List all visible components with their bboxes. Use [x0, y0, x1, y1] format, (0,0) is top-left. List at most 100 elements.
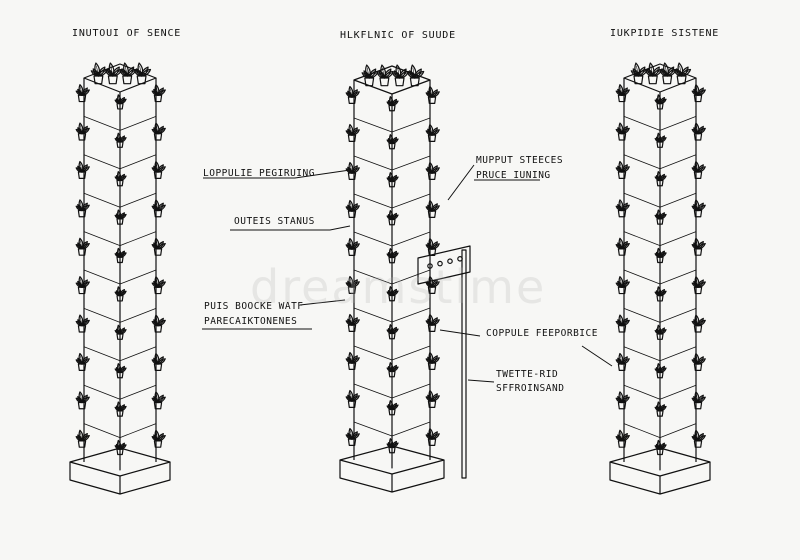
leaf [351, 357, 360, 364]
leaf-vein [655, 139, 661, 143]
leaf [81, 319, 90, 327]
leaf [654, 445, 661, 450]
leaf-vein [638, 70, 646, 77]
tower-left [69, 62, 171, 495]
leaf-vein [351, 206, 359, 212]
leaf [425, 206, 433, 212]
leaf-vein [77, 206, 83, 211]
leaf-vein [617, 245, 623, 250]
callout-muppet-line1: MUPPUT STEECES [476, 155, 564, 166]
leaf-vein [391, 405, 398, 410]
leaf-vein [77, 283, 83, 288]
leaf-vein [153, 322, 159, 326]
segment-line [353, 383, 431, 399]
leaf-vein [119, 176, 126, 181]
leaf [697, 89, 706, 96]
leaf [691, 282, 699, 288]
leaf [75, 167, 83, 173]
leaf-vein [427, 359, 433, 364]
leaf-vein [621, 282, 629, 288]
pot [633, 75, 644, 85]
leaf-vein [659, 253, 666, 258]
leaf [81, 434, 90, 442]
leaf [621, 358, 630, 365]
pot [379, 77, 390, 87]
segment-line [353, 155, 431, 171]
leaf [351, 167, 360, 174]
leaf-vein [693, 360, 699, 365]
leader-loppulie [203, 169, 351, 179]
leaf-vein [119, 407, 126, 412]
leaf-vein [351, 320, 359, 326]
leaf-vein [655, 100, 661, 104]
leaf [114, 291, 121, 297]
segment-line [623, 154, 697, 170]
leaf-vein [363, 73, 370, 79]
leaf-vein [617, 168, 623, 173]
control-panel [417, 245, 471, 285]
leaf-vein [77, 130, 83, 134]
leaf [81, 242, 90, 250]
callout-copouce: COPPULE FEEPORBICE [486, 328, 598, 339]
leaf [386, 101, 393, 107]
leaf-vein [655, 292, 661, 296]
leaf [151, 90, 159, 96]
leaf [615, 359, 623, 365]
leaf-vein [387, 292, 393, 296]
leaf-vein [427, 245, 433, 250]
leaf [659, 444, 667, 450]
leaf-vein [667, 70, 675, 77]
leaf-vein [153, 283, 159, 288]
leaf [391, 252, 399, 259]
pot [394, 77, 405, 87]
callout-outeis: OUTEIS STANUS [234, 216, 315, 227]
leaf-vein [621, 398, 629, 403]
segment-line [623, 192, 697, 208]
leaf [431, 395, 440, 402]
leader-copouce [439, 329, 613, 367]
leaf-vein [115, 254, 121, 258]
leaf [345, 206, 353, 212]
leaf-vein [115, 139, 121, 143]
leaf-vein [81, 206, 89, 211]
leaf-vein [697, 244, 705, 250]
leaf [81, 89, 90, 96]
leaf-vein [431, 206, 439, 212]
leaf-vein [351, 92, 359, 98]
leaf-vein [141, 70, 149, 77]
leaf [345, 320, 353, 326]
leaf-vein [697, 90, 705, 96]
leaf [141, 68, 152, 77]
leaf-vein [119, 99, 126, 104]
leaf [697, 166, 706, 173]
leaf-vein [115, 177, 121, 181]
segment-line [83, 192, 157, 208]
leaf-vein [115, 215, 121, 220]
leaf [391, 404, 399, 411]
leaf-vein [387, 254, 393, 258]
leaf [386, 443, 393, 449]
leaf [621, 204, 630, 212]
leader-pots [202, 299, 346, 330]
leaf [425, 320, 433, 326]
panel-knob [427, 263, 433, 269]
leaf-vein [387, 140, 393, 144]
leaf-vein [119, 138, 126, 143]
leaf [654, 214, 661, 220]
panel-knob [437, 260, 443, 267]
leaf-vein [632, 71, 639, 77]
segment-line [353, 193, 431, 209]
leaf [75, 397, 83, 404]
leaf-vein [427, 283, 433, 288]
leaf-vein [617, 437, 623, 442]
leaf [151, 397, 159, 404]
leaf [75, 320, 83, 327]
leaf [90, 70, 99, 77]
leaf [386, 405, 393, 411]
leaf [615, 128, 623, 135]
leaf-vein [659, 291, 666, 296]
leaf-vein [617, 283, 623, 288]
leaf [391, 290, 399, 297]
leaf [75, 90, 83, 96]
leaf [345, 244, 353, 250]
